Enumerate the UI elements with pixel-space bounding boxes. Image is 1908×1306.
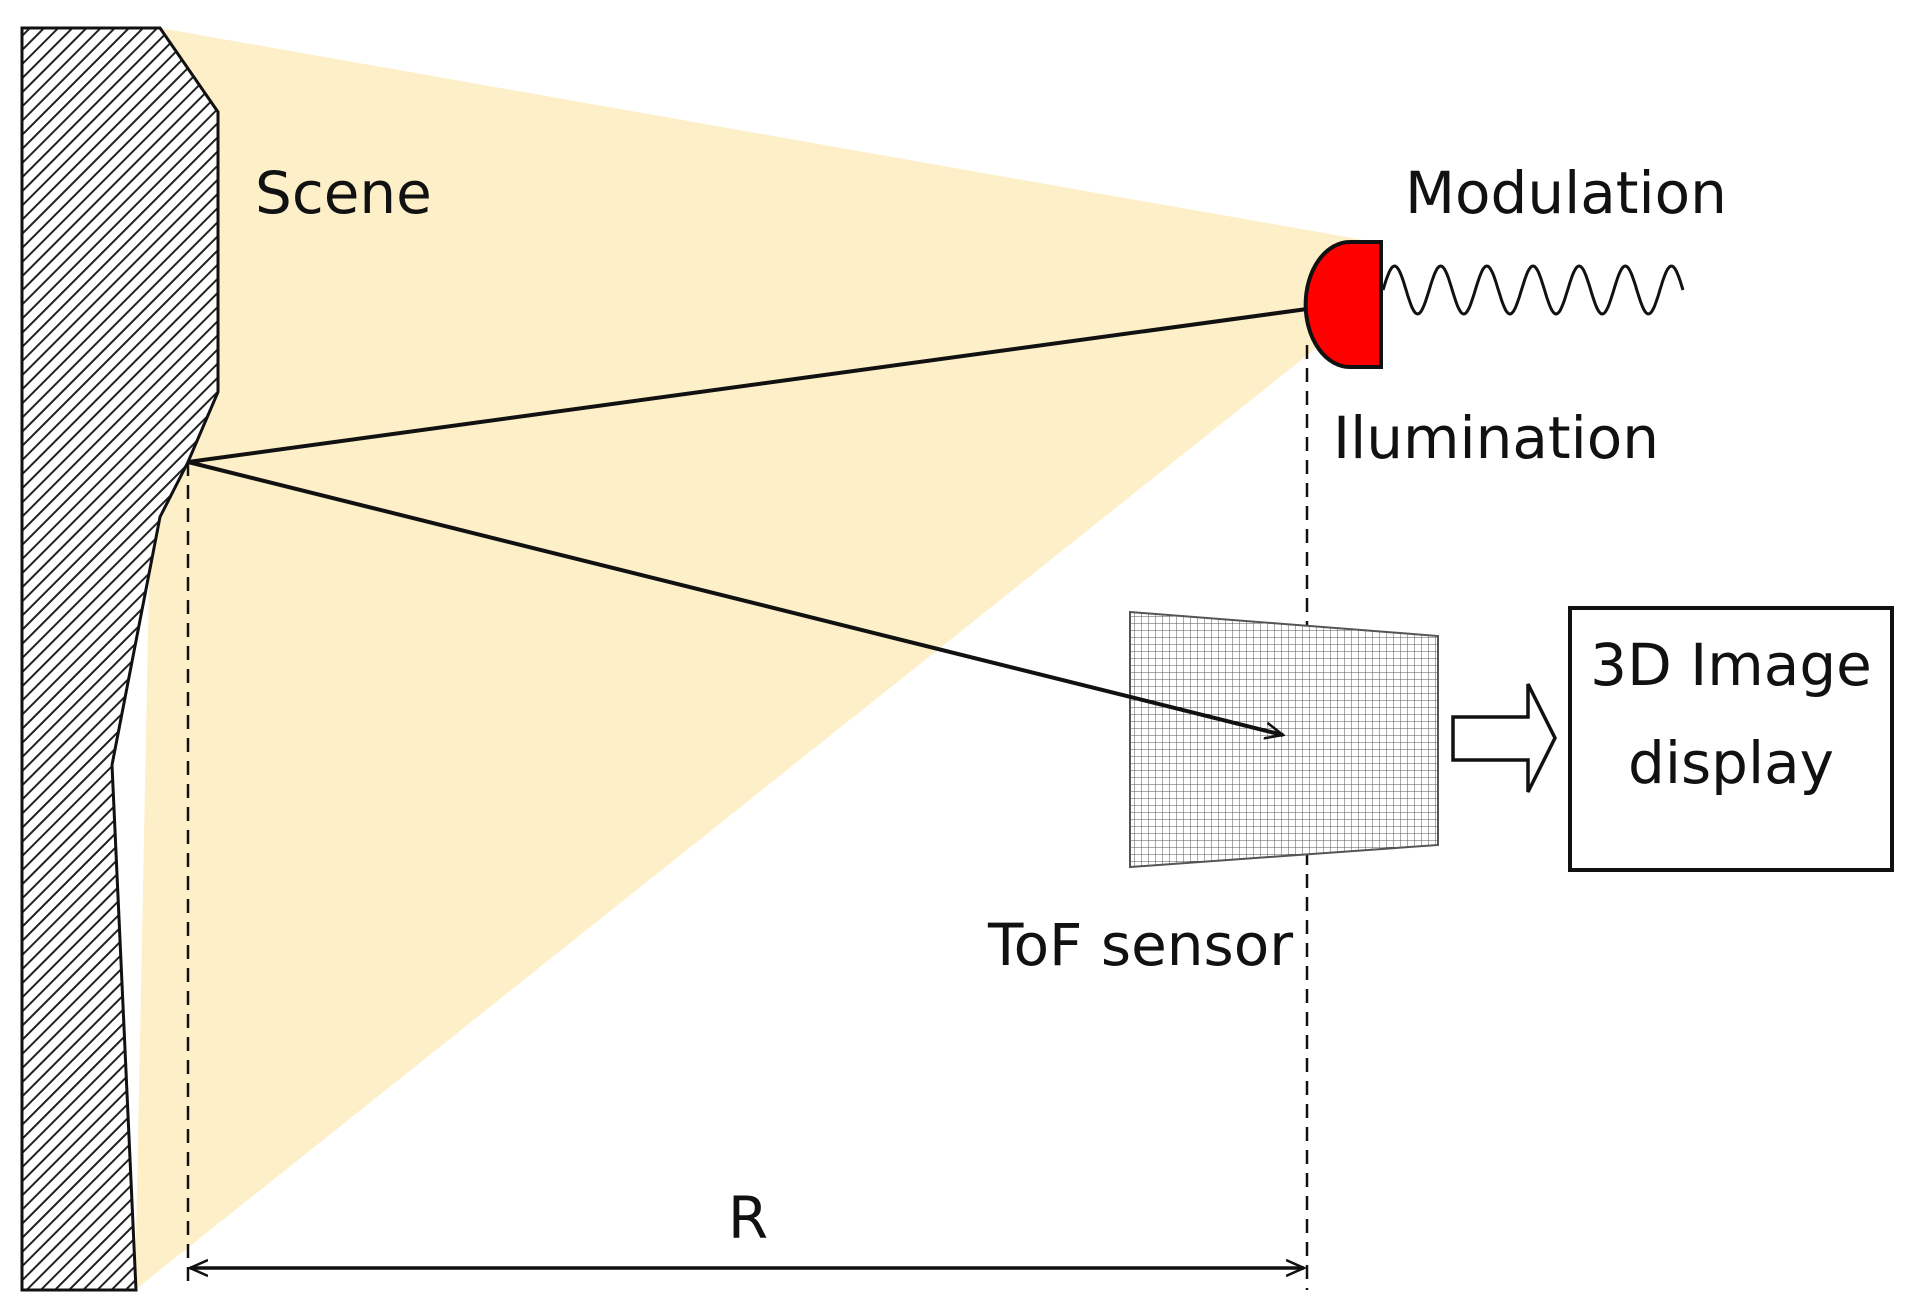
reflected-light-ray: [187, 460, 1283, 735]
illumination-led-icon: [1303, 240, 1383, 369]
tof-sensor-label: ToF sensor: [987, 911, 1293, 979]
illumination-label: Ilumination: [1333, 404, 1659, 472]
output-arrow-icon: [1451, 683, 1557, 793]
scene-label: Scene: [255, 159, 432, 227]
distance-r-label: R: [728, 1184, 768, 1252]
modulation-label: Modulation: [1405, 159, 1727, 227]
scene-wall: [20, 26, 220, 1292]
display-label-line1: 3D Image: [1590, 631, 1872, 699]
tof-sensor-grid: [1129, 610, 1439, 869]
incident-light-ray: [187, 307, 1308, 464]
display-label-line2: display: [1628, 729, 1834, 797]
3d-image-display-box: [1568, 606, 1894, 872]
modulation-wave-icon: [1381, 264, 1685, 316]
